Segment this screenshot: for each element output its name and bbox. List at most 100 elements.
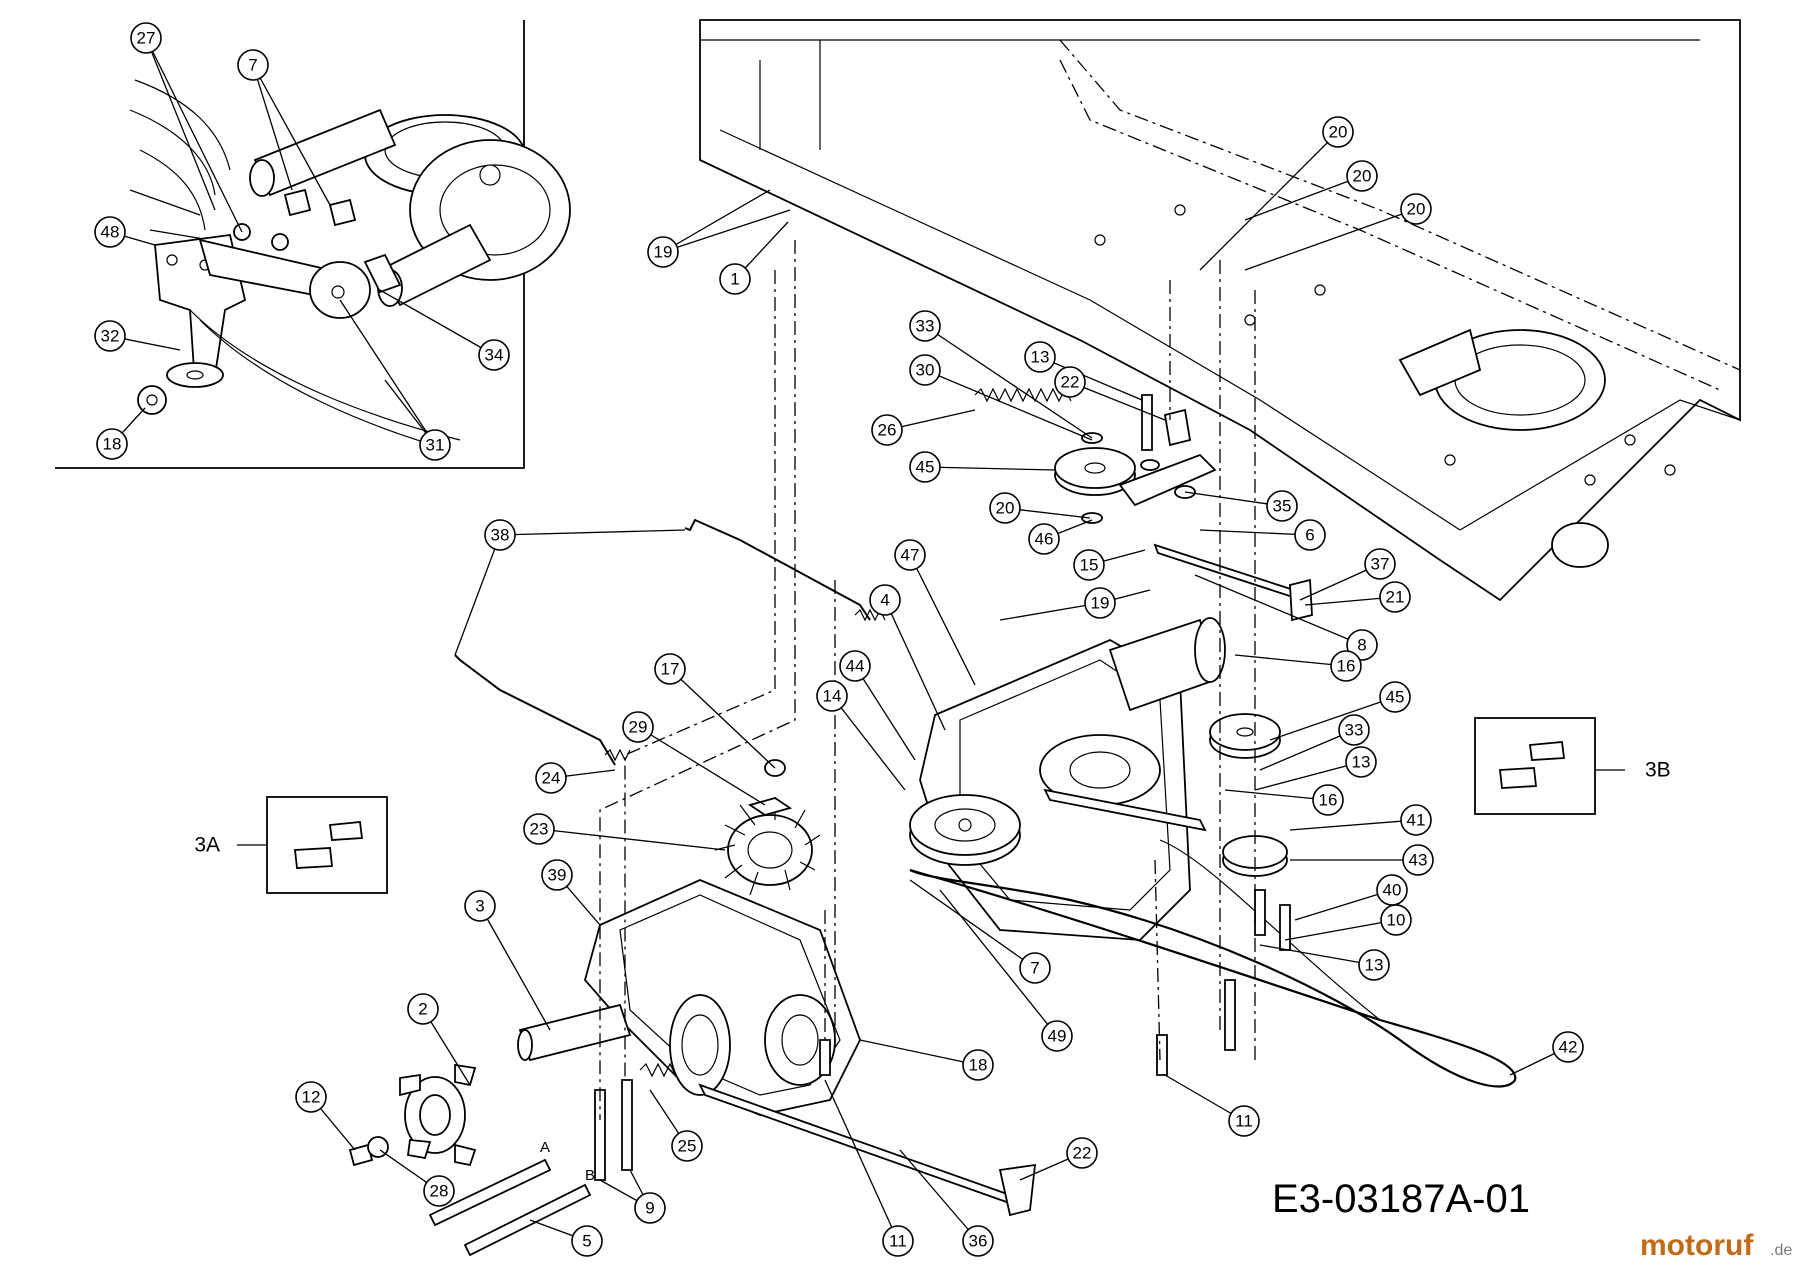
callout-circle	[962, 1225, 994, 1257]
long-bolt-a	[428, 1158, 552, 1227]
callout-circle	[484, 519, 516, 551]
callout-circle	[671, 1130, 703, 1162]
callout-number: 4	[880, 591, 889, 610]
callout-number: 12	[302, 1088, 321, 1107]
callout-25: 25	[671, 1130, 703, 1162]
callout-8: 8	[1346, 629, 1378, 661]
leader-line	[1259, 944, 1375, 966]
leader-line	[859, 1039, 979, 1066]
callout-circle	[1054, 366, 1086, 398]
callout-number: 24	[542, 769, 561, 788]
leader-line	[884, 599, 946, 731]
callout-23: 23	[523, 813, 555, 845]
callout-circle	[96, 428, 128, 460]
callout-circle	[839, 650, 871, 682]
leader-line	[909, 879, 1036, 969]
callout-14: 14	[816, 680, 848, 712]
callout-circle	[989, 492, 1021, 524]
leader-line	[899, 1149, 979, 1242]
callout-circle	[1338, 714, 1370, 746]
callout-11: 11	[1228, 1105, 1260, 1137]
right-transaxle	[909, 617, 1226, 941]
leader-line	[662, 209, 791, 253]
callout-22: 22	[1054, 366, 1086, 398]
callout-number: 20	[1329, 123, 1348, 142]
callout-35: 35	[1266, 490, 1298, 522]
callout-number: 7	[248, 56, 257, 75]
callout-circle	[423, 1175, 455, 1207]
callout-number: 35	[1273, 497, 1292, 516]
leader-line	[939, 889, 1058, 1037]
callout-circle	[1019, 952, 1051, 984]
callout-31: 31	[419, 429, 451, 461]
callout-16: 16	[1312, 784, 1344, 816]
leader-line	[924, 466, 1056, 471]
callout-38: 38	[484, 519, 516, 551]
callout-20: 20	[989, 492, 1021, 524]
tractor-frame	[699, 19, 1741, 602]
callout-number: 28	[430, 1182, 449, 1201]
callout-28: 28	[423, 1175, 455, 1207]
callout-10: 10	[1380, 904, 1412, 936]
callout-30: 30	[909, 354, 941, 386]
inset-bushing	[363, 253, 402, 294]
callout-number: 43	[1409, 851, 1428, 870]
callout-circle	[1041, 1020, 1073, 1052]
callout-number: 18	[103, 435, 122, 454]
callout-number: 13	[1365, 956, 1384, 975]
callout-circle	[1346, 629, 1378, 661]
callout-1: 1	[719, 263, 751, 295]
bolts	[594, 713, 1291, 1181]
callout-circle	[1294, 519, 1326, 551]
brake-rod	[698, 1083, 1017, 1207]
callout-number: 19	[654, 243, 673, 262]
callout-number: 39	[548, 866, 567, 885]
callout-circle	[894, 539, 926, 571]
callout-circle	[571, 1225, 603, 1257]
callout-6: 6	[1294, 519, 1326, 551]
inset-bolt-b	[328, 198, 357, 227]
centerlines	[599, 240, 1256, 1120]
leader-line	[145, 37, 243, 233]
callout-circle	[1066, 1137, 1098, 1169]
label-3a: 3A	[194, 834, 220, 857]
leader-line	[1069, 381, 1166, 421]
leader-line	[824, 1079, 899, 1242]
callout-number: 13	[1352, 753, 1371, 772]
callout-46: 46	[1028, 523, 1060, 555]
callout-22: 22	[1066, 1137, 1098, 1169]
callout-circle	[1228, 1105, 1260, 1137]
callout-circle	[909, 451, 941, 483]
callout-42: 42	[1552, 1031, 1584, 1063]
wheel-hub	[399, 1063, 477, 1167]
callout-circle	[94, 216, 126, 248]
leader-line	[924, 369, 1093, 441]
callout-circle	[1400, 804, 1432, 836]
leader-line	[1234, 654, 1347, 667]
leader-line	[1244, 175, 1363, 221]
callout-circle	[478, 339, 510, 371]
shift-rod	[454, 518, 886, 766]
letter-b: B	[585, 1167, 595, 1184]
callout-circle	[719, 263, 751, 295]
leader-line	[339, 299, 436, 446]
callout-21: 21	[1379, 581, 1411, 613]
callout-number: 1	[730, 270, 739, 289]
callout-17: 17	[654, 653, 686, 685]
callout-circle	[1379, 581, 1411, 613]
callout-44: 44	[839, 650, 871, 682]
cooling-fan	[714, 800, 821, 896]
callout-3: 3	[464, 890, 496, 922]
callout-circle	[1379, 681, 1411, 713]
callout-number: 22	[1073, 1144, 1092, 1163]
callout-number: 47	[901, 546, 920, 565]
callout-circle	[1358, 949, 1390, 981]
callout-circle	[1312, 784, 1344, 816]
leader-line	[854, 665, 916, 761]
callout-circle	[1364, 548, 1396, 580]
inset-fan	[129, 79, 231, 241]
callout-9: 9	[634, 1192, 666, 1224]
callout-circle	[1345, 746, 1377, 778]
leader-line	[1224, 789, 1329, 801]
callout-13: 13	[1358, 949, 1390, 981]
